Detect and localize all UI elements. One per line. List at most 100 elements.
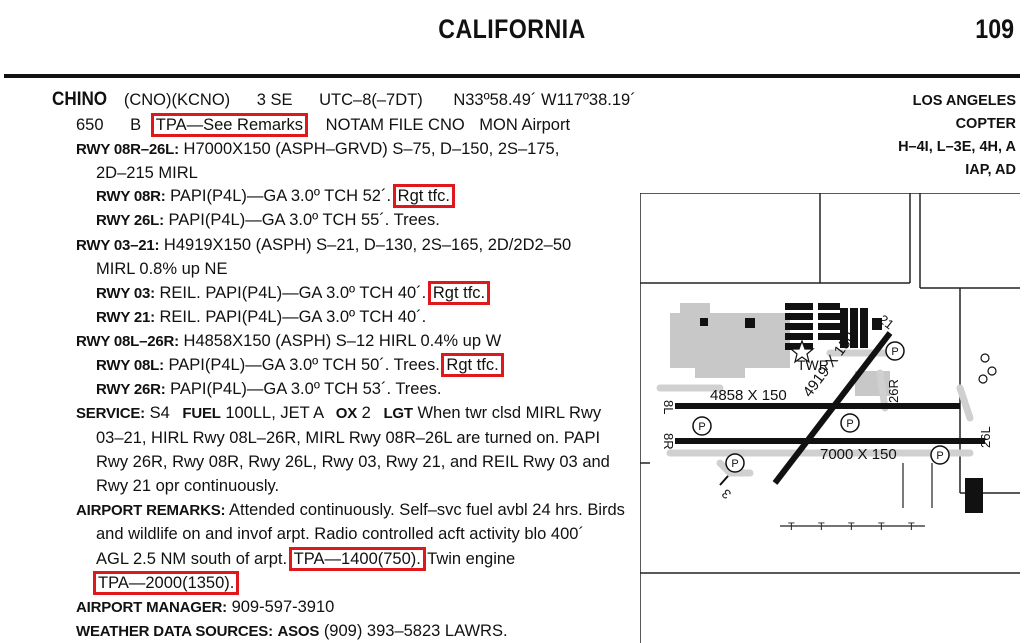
- runway-end-line: RWY 08L: PAPI(P4L)—GA 3.0º TCH 50´. Tree…: [96, 353, 504, 377]
- svg-text:T: T: [788, 521, 795, 533]
- runway-number-26l: 26L: [978, 426, 993, 448]
- parking-letters: P P P P P: [698, 346, 943, 470]
- parking-icon: [930, 445, 950, 465]
- runways: [675, 331, 985, 485]
- chart-refs: LOS ANGELES COPTER H–4I, L–3E, 4H, A IAP…: [898, 90, 1016, 182]
- runway-line: RWY 08R–26L: H7000X150 (ASPH–GRVD) S–75,…: [76, 139, 559, 160]
- runway-dimension-b: 7000 X 150: [820, 446, 897, 463]
- right-traffic-note: Rgt tfc.: [441, 353, 504, 377]
- tower-label: TWR: [797, 357, 829, 373]
- weather-value: (909) 393–5823 LAWRS.: [323, 622, 508, 640]
- runway-number-8l: 8L: [661, 400, 676, 414]
- runway-end-line: RWY 21: REIL. PAPI(P4L)—GA 3.0º TCH 40´.: [96, 307, 426, 328]
- parking-letter: P: [698, 421, 705, 433]
- fence-line: T T T T T: [780, 463, 933, 533]
- weather-line: WEATHER DATA SOURCES: ASOS (909) 393–582…: [76, 621, 508, 642]
- chart-ref-line: H–4I, L–3E, 4H, A: [898, 139, 1016, 155]
- tpa-see-remarks: TPA—See Remarks: [150, 113, 309, 137]
- runway-line: RWY 03–21: H4919X150 (ASPH) S–21, D–130,…: [76, 235, 571, 256]
- service-line: SERVICE: S4 FUEL 100LL, JET A OX 2 LGT W…: [76, 403, 601, 424]
- runway-end-text: REIL. PAPI(P4L)—GA 3.0º TCH 40´.: [159, 284, 427, 302]
- runway-line: RWY 08L–26R: H4858X150 (ASPH) S–12 HIRL …: [76, 331, 501, 352]
- runway-end-line: RWY 03: REIL. PAPI(P4L)—GA 3.0º TCH 40´.…: [96, 281, 491, 305]
- svg-text:T: T: [878, 521, 885, 533]
- hangars: [700, 303, 983, 513]
- runway-text: H4858X150 (ASPH) S–12 HIRL 0.4% up W: [183, 332, 502, 350]
- chart-ref-line: IAP, AD: [965, 162, 1016, 178]
- runway-end-label: RWY 08R:: [96, 188, 166, 205]
- fuel-label: FUEL: [182, 405, 221, 422]
- notam-file: NOTAM FILE CNO: [325, 116, 465, 134]
- runway-end-line: RWY 26L: PAPI(P4L)—GA 3.0º TCH 55´. Tree…: [96, 210, 440, 231]
- parking-icon: [725, 453, 745, 473]
- parking-icon: [692, 416, 712, 436]
- service-label: SERVICE:: [76, 405, 145, 422]
- taxiways: [656, 349, 974, 477]
- runway-text: H4919X150 (ASPH) S–21, D–130, 2S–165, 2D…: [163, 236, 572, 254]
- runway-line: 2D–215 MIRL: [96, 163, 198, 183]
- runway-end-text: PAPI(P4L)—GA 3.0º TCH 50´. Trees.: [168, 356, 440, 374]
- remarks-text: AGL 2.5 NM south of arpt.: [96, 550, 288, 568]
- service-line: Rwy 26R, Rwy 08R, Rwy 26L, Rwy 03, Rwy 2…: [96, 453, 610, 471]
- runway-end-label: RWY 08L:: [96, 357, 164, 374]
- airport-b: B: [130, 116, 142, 134]
- runway-end-text: PAPI(P4L)—GA 3.0º TCH 55´. Trees.: [168, 211, 440, 229]
- right-traffic-note: Rgt tfc.: [427, 281, 491, 305]
- runway-end-label: RWY 26R:: [96, 381, 166, 398]
- parking-letter: P: [936, 450, 943, 462]
- airport-name: CHINO: [52, 89, 108, 110]
- runway-text: 2D–215 MIRL: [96, 164, 198, 182]
- runway-label: RWY 03–21:: [76, 237, 160, 254]
- page-number: 109: [975, 14, 1014, 44]
- runway-text: H7000X150 (ASPH–GRVD) S–75, D–150, 2S–17…: [183, 140, 560, 158]
- right-traffic-note: Rgt tfc.: [392, 184, 455, 208]
- runway-end-line: RWY 08R: PAPI(P4L)—GA 3.0º TCH 52´. Rgt …: [96, 184, 455, 208]
- service-s: S4: [149, 404, 170, 422]
- runway-label: RWY 08L–26R:: [76, 333, 179, 350]
- state-title: CALIFORNIA: [438, 14, 586, 44]
- apron-area: [670, 303, 890, 396]
- tower-icon: [789, 339, 815, 364]
- svg-text:T: T: [818, 521, 825, 533]
- service-line: 03–21, HIRL Rwy 08L–26R, MIRL Rwy 08R–26…: [96, 429, 601, 447]
- remarks-line: AIRPORT REMARKS: Attended continuously. …: [76, 500, 625, 521]
- ox-label: OX: [335, 405, 358, 422]
- svg-text:T: T: [908, 521, 915, 533]
- airport-coords: N33º58.49´ W117º38.19´: [453, 91, 636, 109]
- runway-end-text: PAPI(P4L)—GA 3.0º TCH 53´. Trees.: [170, 380, 442, 398]
- header-rule: [4, 74, 1020, 78]
- fuel-value: 100LL, JET A: [225, 404, 324, 422]
- obstruction-icons: [978, 353, 997, 384]
- remarks-line: and wildlife on and invof arpt. Radio co…: [96, 525, 584, 543]
- parking-letter: P: [731, 458, 738, 470]
- parking-letter: P: [846, 418, 853, 430]
- mon-airport: MON Airport: [479, 116, 571, 134]
- weather-label: WEATHER DATA SOURCES:: [76, 623, 273, 640]
- manager-line: AIRPORT MANAGER: 909-597-3910: [76, 597, 334, 618]
- remarks-line: AGL 2.5 NM south of arpt. TPA—1400(750).…: [96, 547, 515, 571]
- runway-text: MIRL 0.8% up NE: [96, 260, 228, 278]
- runway-number-3: 3: [719, 486, 734, 502]
- remarks-label: AIRPORT REMARKS:: [76, 502, 226, 519]
- asos-label: ASOS: [277, 623, 320, 640]
- airport-heading: CHINO (CNO)(KCNO) 3 SE UTC–8(–7DT) N33º5…: [52, 90, 636, 110]
- airport-utc: UTC–8(–7DT): [319, 91, 423, 109]
- runway-end-label: RWY 21:: [96, 309, 155, 326]
- runway-end-label: RWY 03:: [96, 285, 155, 302]
- lgt-value: When twr clsd MIRL Rwy: [417, 404, 602, 422]
- manager-label: AIRPORT MANAGER:: [76, 599, 227, 616]
- runway-label: RWY 08R–26L:: [76, 141, 179, 158]
- runway-number-26r: 26R: [886, 379, 901, 403]
- airport-subline: 650 B TPA—See Remarks NOTAM FILE CNO MON…: [76, 113, 571, 137]
- parking-letter: P: [891, 346, 898, 358]
- airport-elevation: 650: [76, 116, 104, 134]
- runway-line: MIRL 0.8% up NE: [96, 259, 227, 279]
- airport-ids: (CNO)(KCNO): [123, 91, 231, 109]
- remarks-line: TPA—2000(1350).: [92, 571, 240, 595]
- chart-ref-line: COPTER: [955, 116, 1016, 132]
- runway-end-text: REIL. PAPI(P4L)—GA 3.0º TCH 40´.: [159, 308, 427, 326]
- runway-03-21: [772, 331, 893, 485]
- windsock-icon: [719, 475, 729, 486]
- chart-ref-line: LOS ANGELES: [912, 93, 1016, 109]
- manager-phone: 909-597-3910: [231, 598, 335, 616]
